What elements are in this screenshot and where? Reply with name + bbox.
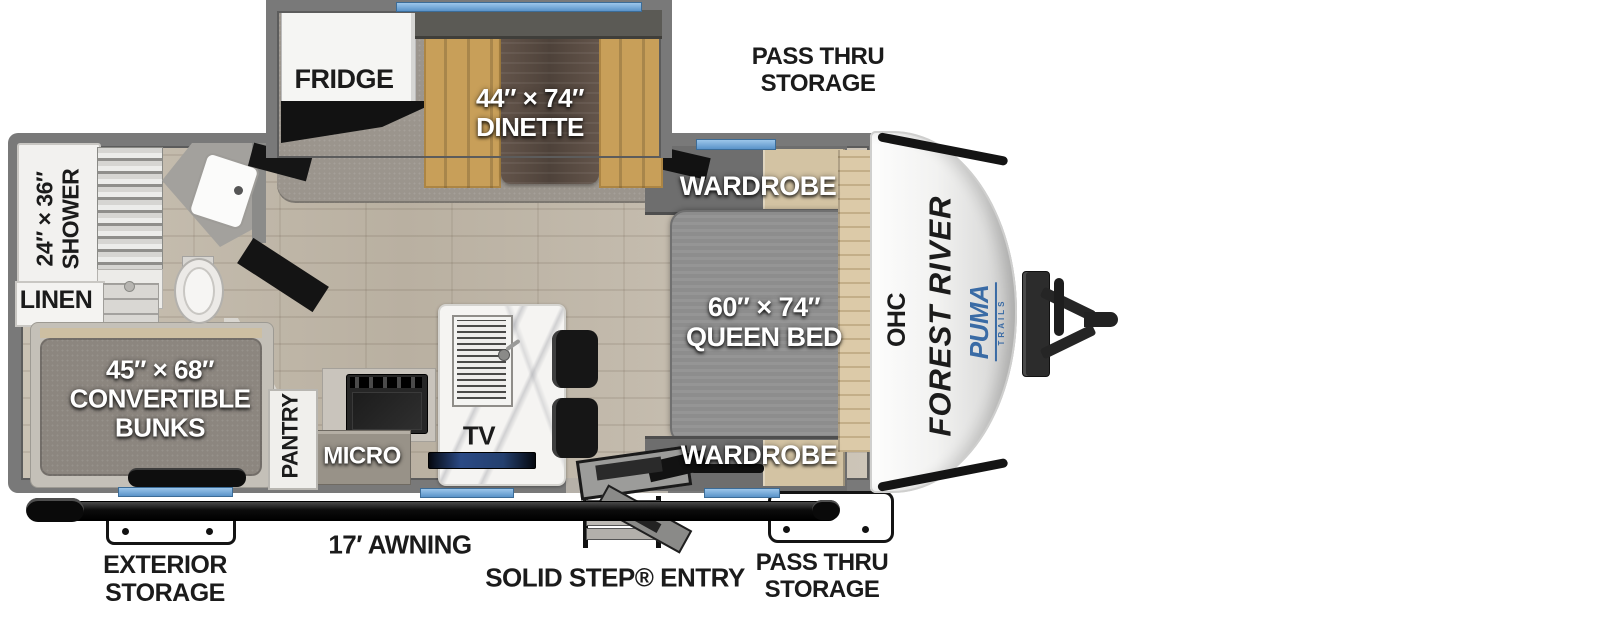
wardrobe-top-label: WARDROBE [679, 170, 837, 201]
window [704, 488, 780, 498]
toilet [174, 258, 224, 324]
bunk-handle [128, 468, 246, 487]
awning-bar [30, 501, 838, 521]
bunks [40, 338, 262, 476]
screw-icon [783, 526, 790, 533]
awning-label: 17′ AWNING [328, 529, 472, 560]
faucet-icon [234, 186, 243, 195]
screw-icon [206, 528, 213, 535]
hitch-coupler [1084, 312, 1118, 327]
micro-label: MICRO [323, 442, 401, 470]
shower-door [97, 147, 163, 271]
awning-end-cap [26, 498, 84, 522]
dinette-overhead-cabinet [415, 10, 662, 39]
wardrobe-handle [690, 464, 764, 473]
puma-logo: PUMA TRAILS [964, 282, 1007, 362]
window [420, 488, 514, 498]
wardrobe-bottom-label: WARDROBE [680, 439, 838, 470]
chair [552, 330, 598, 388]
puma-wordmark: PUMA [964, 282, 998, 362]
window [696, 139, 776, 150]
shower [17, 143, 101, 297]
tongue-jack [1054, 278, 1064, 336]
linen-cabinet [15, 281, 105, 327]
dinette-table [501, 10, 599, 184]
bunks-trim [40, 328, 262, 338]
dinette-bench-left [424, 10, 501, 188]
dinette-bench-right [599, 10, 663, 188]
fridge-label: FRIDGE [294, 63, 394, 94]
sink-grate [457, 320, 506, 399]
wardrobe-bottom-cabinet [763, 440, 845, 486]
awning-end-cap [812, 500, 840, 520]
stove-knobs [350, 377, 422, 388]
stove-top [352, 392, 422, 430]
queen-bed-label: 60″ × 74″QUEEN BED [685, 291, 843, 352]
microwave [317, 430, 411, 485]
chair [552, 398, 598, 458]
fridge [281, 10, 416, 104]
queen-bed [670, 210, 856, 444]
dinette-label: 44″ × 74″DINETTE [476, 82, 584, 142]
puma-tagline: TRAILS [997, 298, 1007, 346]
window [118, 487, 233, 497]
faucet-icon [498, 349, 510, 361]
tv-label: TV [462, 420, 496, 451]
window [396, 2, 642, 12]
screw-icon [862, 526, 869, 533]
tv [428, 452, 536, 469]
wardrobe-top-cabinet [763, 149, 845, 209]
ohc-label: OHC [883, 292, 911, 348]
step-rail-left [583, 496, 588, 548]
shower-drain [124, 281, 135, 292]
linen-label: LINEN [19, 286, 93, 314]
forest-river-logo: FOREST RIVER [922, 195, 958, 437]
shower-label: 24″ × 36″SHOWER [31, 168, 83, 270]
entry-label: SOLID STEP® ENTRY [485, 562, 745, 593]
pantry [268, 389, 318, 490]
pantry-label: PANTRY [277, 393, 303, 479]
screw-icon [122, 528, 129, 535]
